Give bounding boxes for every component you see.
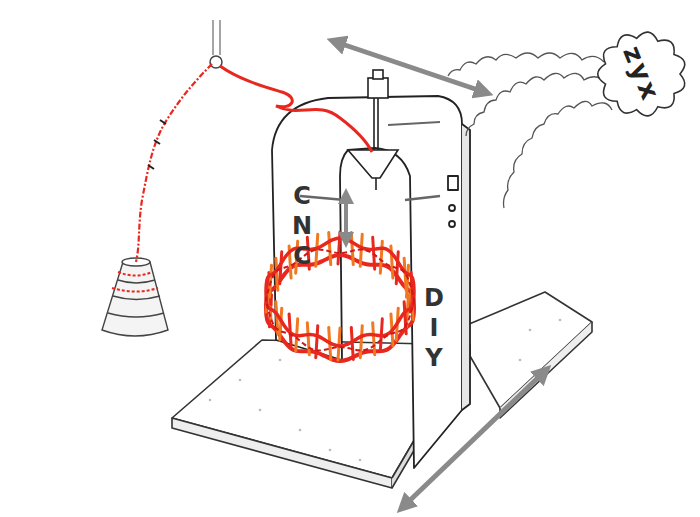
frame-label: DIY <box>420 284 448 374</box>
cloud-text-box: zyx <box>596 30 688 118</box>
peg <box>316 326 318 358</box>
peg <box>404 302 406 334</box>
thread-path <box>136 20 372 262</box>
thought-lines <box>448 53 612 208</box>
peg <box>351 233 353 265</box>
peg <box>276 258 278 290</box>
frame-label: CNC <box>288 182 316 272</box>
peg <box>360 326 362 358</box>
thought-cloud: zyx <box>596 30 688 118</box>
peg <box>406 265 408 297</box>
cloud-shape <box>598 32 685 116</box>
axis-arrows <box>336 42 544 506</box>
peg <box>380 241 382 273</box>
thread-spool <box>102 258 168 336</box>
peg <box>329 233 331 265</box>
peg <box>373 323 375 355</box>
base-plate <box>172 292 592 488</box>
peg <box>307 323 309 355</box>
cloud-text: zyx <box>617 42 666 107</box>
peg <box>338 328 340 360</box>
